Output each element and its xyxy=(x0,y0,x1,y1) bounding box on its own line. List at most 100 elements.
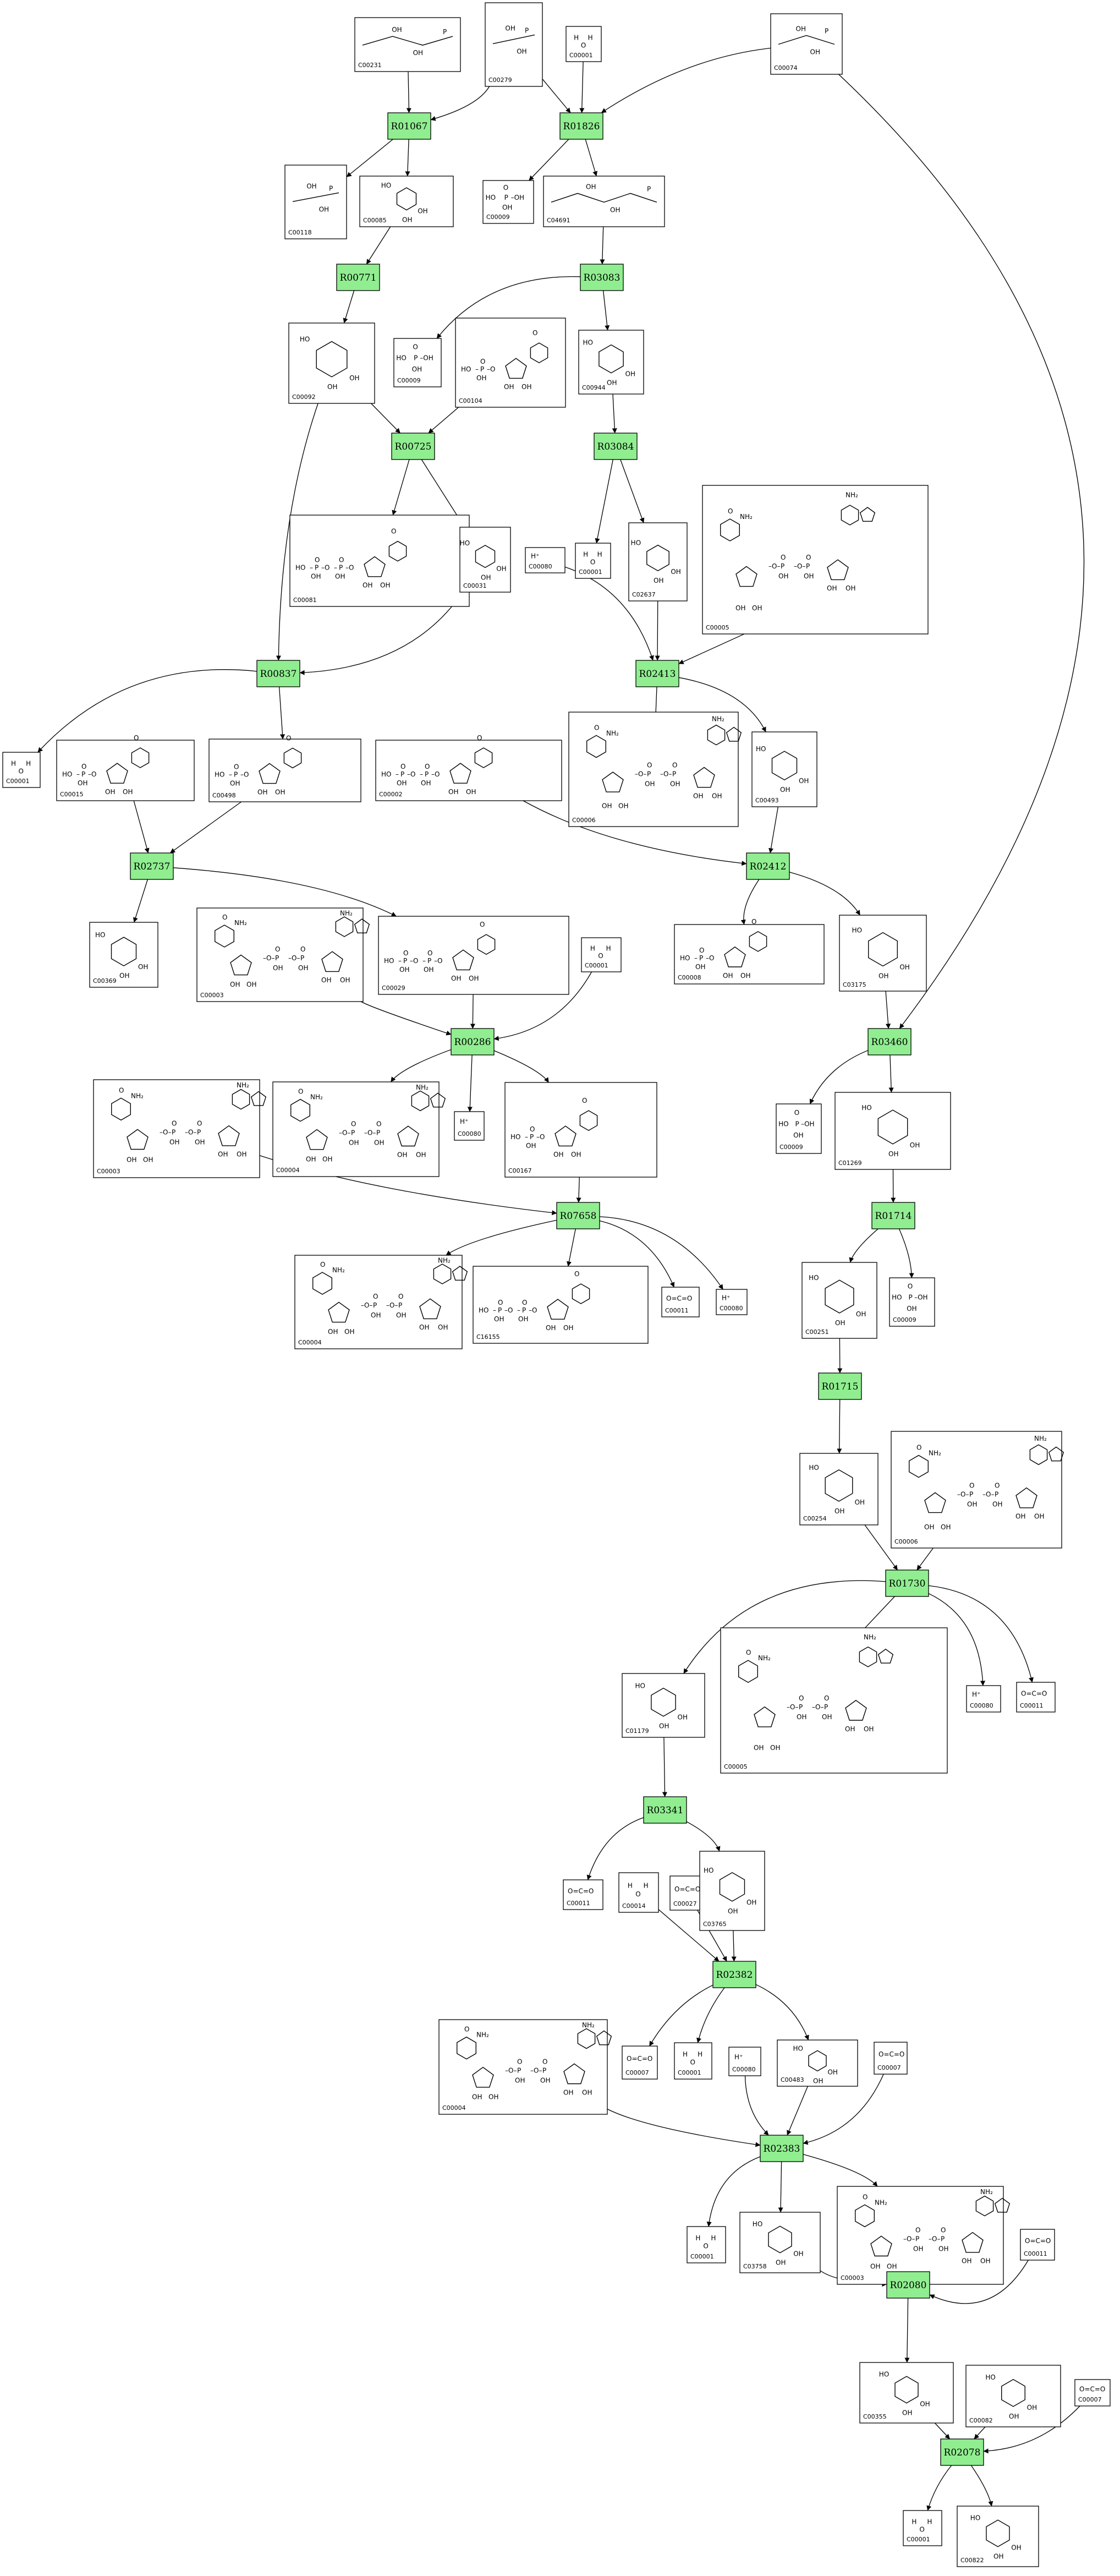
structure-glyph: OH xyxy=(451,975,461,982)
structure-glyph: HO xyxy=(384,957,394,965)
compound-id-label: C00369 xyxy=(93,977,117,985)
structure-glyph: OH xyxy=(582,2088,592,2096)
compound-c00092[interactable]: HOOHOHHO-P(=O)(OH)-O-CH₂-pyranose(OH)₄C0… xyxy=(289,323,375,403)
reaction-r02737[interactable]: R02737 xyxy=(130,853,173,879)
reaction-r01067[interactable]: R01067 xyxy=(388,113,431,139)
compound-c00080[interactable]: H⁺H⁺C00080 xyxy=(716,1289,747,1315)
compound-c00074[interactable]: OHOHPCH₂=C(COOH)-O-P(=O)(OH)-OHC00074 xyxy=(771,14,842,74)
compound-c00279[interactable]: OHOHPO=CH-CH(OH)-CH(OH)-CH₂-O-P(=O)(OH)-… xyxy=(485,3,542,86)
compound-c00080[interactable]: H⁺H⁺C00080 xyxy=(967,1686,1001,1712)
edge-R01067-c00118 xyxy=(347,139,393,177)
edge-c00005a-R02413 xyxy=(679,632,748,664)
reaction-r02080[interactable]: R02080 xyxy=(887,2272,930,2298)
compound-c00944[interactable]: HOOHOHHO-cyclohexenone(OH)₂-COOHC00944 xyxy=(579,330,644,394)
compound-c00254[interactable]: HOOHOHHOOC-CO-CH₂-cyclohexadiene(OH)-COO… xyxy=(800,1453,878,1525)
reaction-r03084[interactable]: R03084 xyxy=(594,433,637,460)
reaction-r01714[interactable]: R01714 xyxy=(872,1202,915,1229)
reaction-r03083[interactable]: R03083 xyxy=(580,264,623,291)
reaction-r01715[interactable]: R01715 xyxy=(819,1373,861,1399)
compound-c00251[interactable]: HOOHOHHOOC-cyclohexadiene(OH)-O-C(=CH₂)-… xyxy=(802,1262,877,1338)
compound-c00080[interactable]: H⁺H⁺C00080 xyxy=(525,548,565,573)
reaction-r01826[interactable]: R01826 xyxy=(560,113,603,139)
compound-c04691[interactable]: OHOHPHOOC-CO-CH₂-CH(OH)-CH(OH)-CH(OH)-CH… xyxy=(543,176,665,227)
compound-c02637[interactable]: HOOHOHHO-cyclohexene(=O)(OH)-COOHC02637 xyxy=(629,523,687,601)
structure-glyph: OH xyxy=(472,2093,482,2101)
compound-c03758[interactable]: HOOHOHH₂N-CH₂-CH₂-C₆H₃(OH)₂C03758 xyxy=(740,2212,820,2273)
reaction-r00286[interactable]: R00286 xyxy=(451,1029,494,1055)
reaction-r00837[interactable]: R00837 xyxy=(257,660,300,687)
structure-glyph: OH xyxy=(1015,1513,1025,1521)
compound-c00031[interactable]: HOOHOHpyranose(OH)₅C00031 xyxy=(460,527,510,592)
reaction-r02413[interactable]: R02413 xyxy=(636,660,679,687)
compound-c01269[interactable]: HOOHOHHO-P-O-cyclohexene(OH)-O-C(=CH₂)-C… xyxy=(835,1092,951,1169)
compound-c00118[interactable]: OHOHPH-C(=O)-CH(OH)-CH₂-O-P(=O)(OH)-OHC0… xyxy=(285,165,347,239)
reaction-r03460[interactable]: R03460 xyxy=(868,1029,911,1055)
reaction-r02382[interactable]: R02382 xyxy=(713,1961,756,1988)
reaction-r02078[interactable]: R02078 xyxy=(941,2439,984,2465)
reaction-r00771[interactable]: R00771 xyxy=(337,264,380,291)
compound-c00493[interactable]: HOOHOHHO-cyclohexene(OH)₂-COOHC00493 xyxy=(752,732,817,807)
compound-c00085[interactable]: HOOHOHHO-P(=O)(OH)-O-CH₂-furanose(OH)₂-C… xyxy=(360,176,453,227)
reaction-r00725[interactable]: R00725 xyxy=(392,433,435,460)
reaction-r03341[interactable]: R03341 xyxy=(644,1797,687,1823)
compound-c00231[interactable]: OHOHPHO-CH₂-C(OH)-C(OH)-CH₂-O-P(=O)(OH)-… xyxy=(355,18,460,72)
structure-glyph: OH xyxy=(993,2553,1003,2561)
reaction-r01730[interactable]: R01730 xyxy=(886,1570,929,1596)
reaction-r02383[interactable]: R02383 xyxy=(760,2135,803,2162)
reaction-r07658[interactable]: R07658 xyxy=(557,1202,600,1229)
compound-c00355[interactable]: HOOHOHHOOC-CH(NH₂)-CH₂-C₆H₃(OH)₂C00355 xyxy=(860,2362,953,2423)
compound-structure: H⁺ xyxy=(972,1691,980,1698)
edge-c04691-R03083 xyxy=(602,227,603,264)
reaction-r02412[interactable]: R02412 xyxy=(746,853,789,879)
structure-glyph: O xyxy=(574,1270,579,1278)
compound-c03175[interactable]: HOOHOHHO-P-O-cyclohexene(OH)-COOHC03175 xyxy=(839,915,926,991)
structure-glyph: O=C=O xyxy=(627,2055,652,2063)
compound-c00822[interactable]: HOOHOHHOOC-CH(NH₂)-CH₂-C₆H₂(=O)₂C00822 xyxy=(957,2506,1039,2567)
compound-c00080[interactable]: H⁺H⁺C00080 xyxy=(729,2047,761,2076)
compound-c00080[interactable]: H⁺H⁺C00080 xyxy=(454,1112,484,1140)
